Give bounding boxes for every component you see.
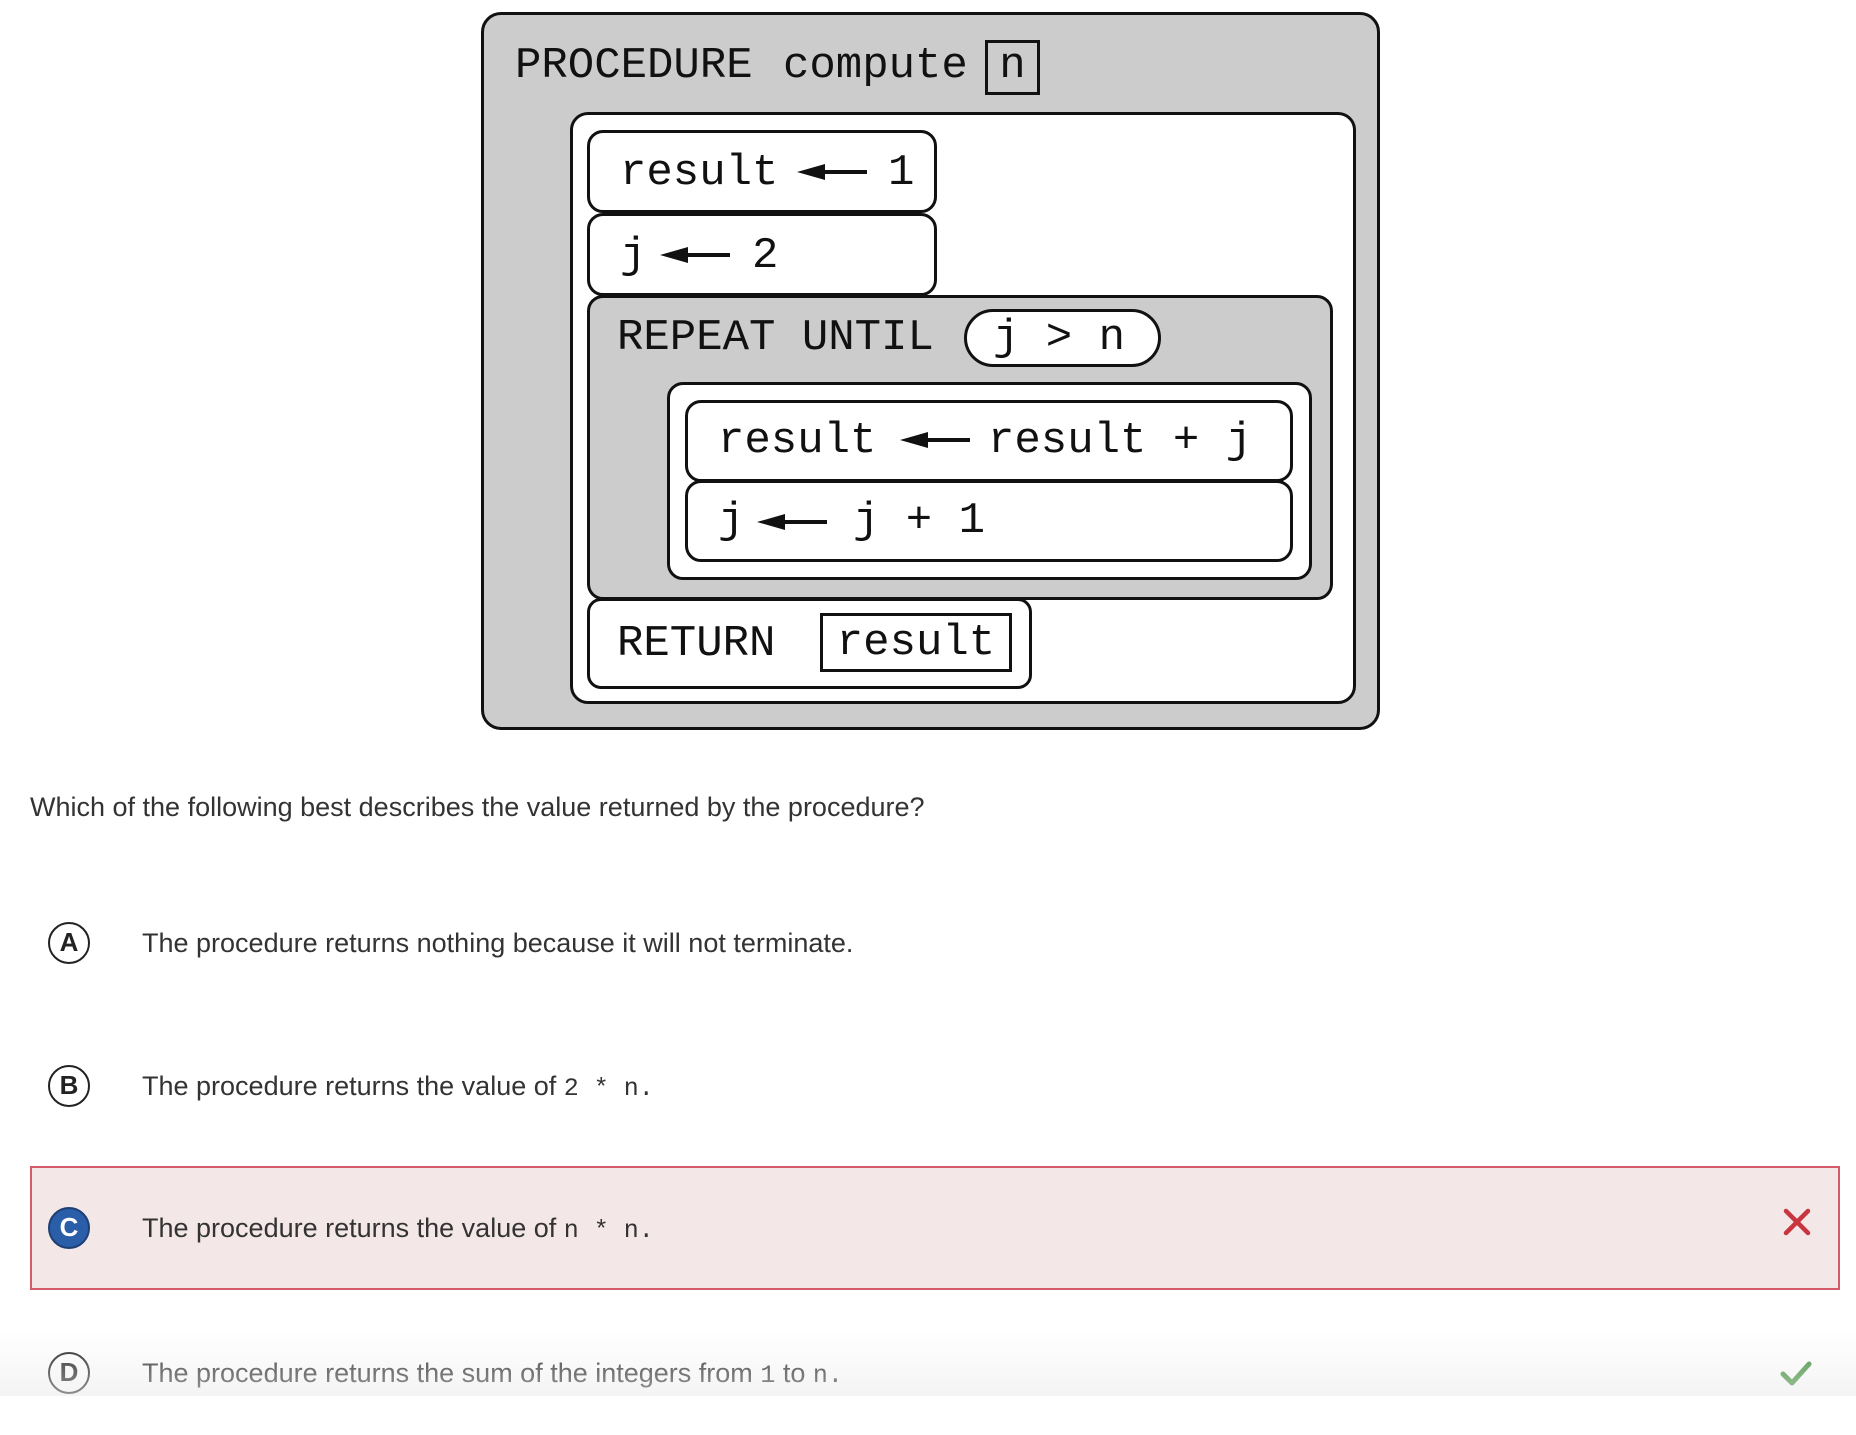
repeat-condition: j > n [964,309,1161,367]
choice-letter-b[interactable]: B [48,1065,90,1107]
statement-value: j + 1 [853,496,986,546]
choice-code-2: n [812,1361,828,1390]
choice-letter-a[interactable]: A [48,922,90,964]
statement-var: j [718,496,745,546]
statement-var: j [620,231,647,281]
procedure-keyword: PROCEDURE [515,41,753,91]
answer-choice-c[interactable]: C The procedure returns the value of n *… [30,1166,1840,1290]
choice-text: The procedure returns the sum of the int… [142,1358,753,1388]
choice-text: The procedure returns the value of [142,1213,557,1243]
choice-text-d: The procedure returns the sum of the int… [142,1356,843,1393]
question-prompt: Which of the following best describes th… [30,792,925,822]
statement-value: 1 [888,148,915,198]
choice-text: The procedure returns the value of [142,1071,557,1101]
procedure-parameter: n [985,40,1040,95]
statement-value: 2 [752,231,779,281]
choice-suffix: . [638,1216,654,1245]
choice-code: n * n [563,1216,639,1245]
x-icon [1783,1208,1811,1236]
statement-var: result [620,148,779,198]
procedure-name: compute [783,41,968,91]
return-keyword: RETURN [617,619,776,669]
choice-middle: to [782,1358,806,1388]
statement-result-init [587,130,937,213]
left-arrow-icon [757,514,827,530]
checkmark-icon [1780,1361,1812,1386]
left-arrow-icon [660,247,730,263]
statement-value: result + j [988,416,1253,466]
choice-code: 1 [760,1361,776,1390]
return-value: result [820,613,1012,672]
repeat-keyword: REPEAT UNTIL [617,313,934,363]
answer-choice-d[interactable]: D The procedure returns the sum of the i… [30,1311,1840,1435]
answer-choice-b[interactable]: B The procedure returns the value of 2 *… [30,1024,1840,1148]
choice-suffix: . [638,1074,654,1103]
left-arrow-icon [900,432,970,448]
choice-text: The procedure returns nothing because it… [142,928,854,958]
repeat-condition-text: j > n [993,313,1126,363]
choice-letter-d[interactable]: D [48,1352,90,1394]
answer-choice-a[interactable]: A The procedure returns nothing because … [30,881,1840,1005]
choice-suffix: . [827,1361,843,1390]
choice-text-b: The procedure returns the value of 2 * n… [142,1069,654,1106]
choice-letter-c[interactable]: C [48,1207,90,1249]
choice-text-a: The procedure returns nothing because it… [142,926,853,960]
choice-code: 2 * n [563,1074,639,1103]
left-arrow-icon [797,164,867,180]
statement-j-init [587,213,937,296]
choice-text-c: The procedure returns the value of n * n… [142,1211,654,1248]
statement-var: result [718,416,877,466]
